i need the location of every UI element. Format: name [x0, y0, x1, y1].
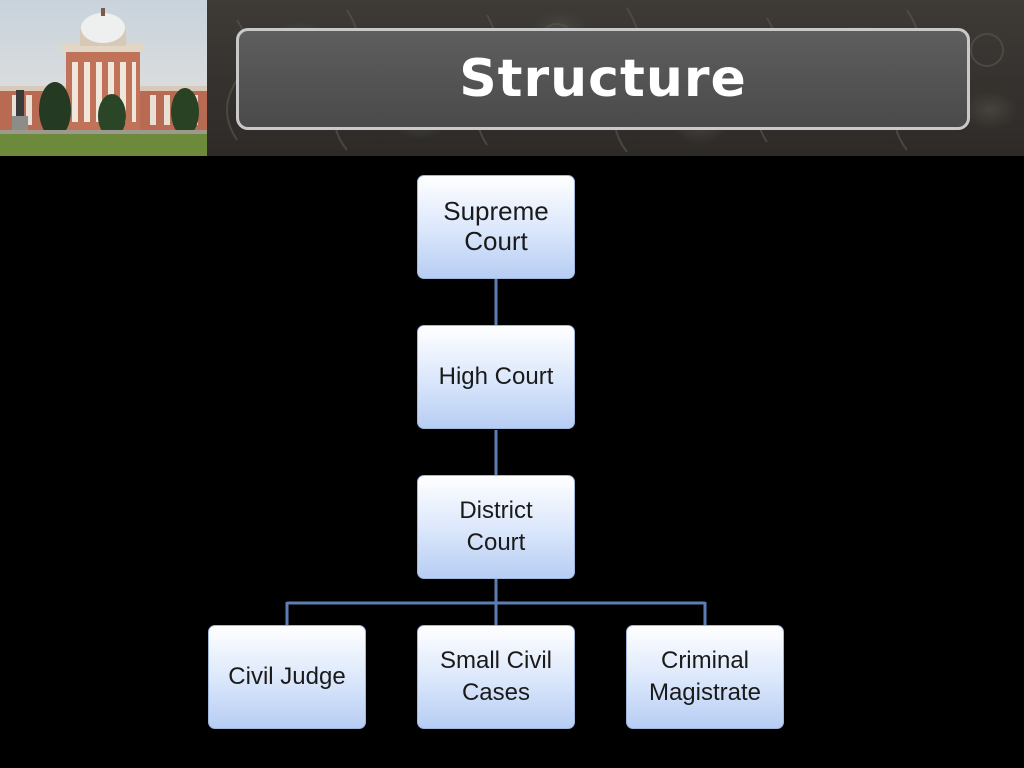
header-banner: Structure [0, 0, 1024, 156]
node-district-court: District Court [417, 475, 575, 579]
node-supreme-court-line-2: Court [464, 226, 528, 256]
node-supreme-court-line-1: Supreme [443, 196, 549, 227]
title-box: Structure [236, 28, 970, 130]
node-district-court-line-1: District [459, 496, 533, 524]
node-small-civil-cases: Small Civil Cases [417, 625, 575, 729]
node-civil-judge: Civil Judge [208, 625, 366, 729]
node-high-court-line-1: High Court [438, 362, 554, 390]
slide-title: Structure [459, 49, 747, 109]
node-supreme-court: Supreme Court [417, 175, 575, 279]
node-criminal-magistrate-line-1: Criminal [660, 646, 749, 674]
node-high-court: High Court [417, 325, 575, 429]
node-criminal-magistrate: Criminal Magistrate [626, 625, 784, 729]
node-small-civil-cases-line-1: Small Civil [439, 646, 552, 674]
node-district-court-line-2: Court [466, 529, 526, 556]
supreme-court-photo [0, 0, 207, 156]
node-criminal-magistrate-line-2: Magistrate [648, 679, 762, 706]
node-small-civil-cases-line-2: Cases [461, 679, 530, 706]
node-civil-judge-line-1: Civil Judge [228, 662, 346, 690]
